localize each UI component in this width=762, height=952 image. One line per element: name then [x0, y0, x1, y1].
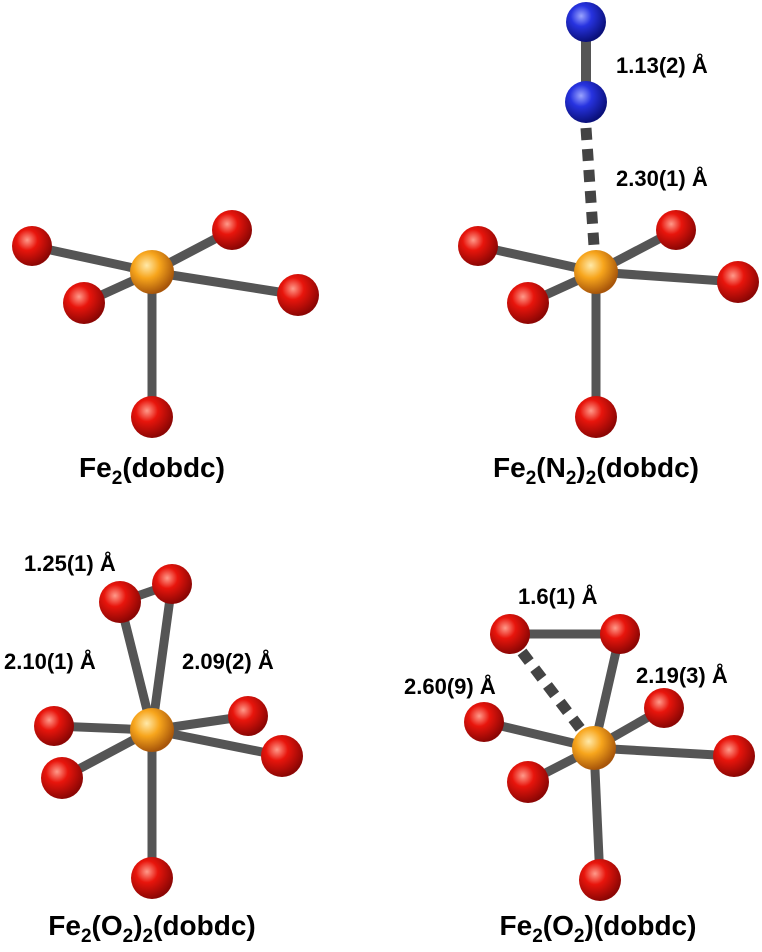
bond-fe-o [147, 725, 287, 761]
oxygen-atom [277, 274, 319, 316]
distance-label: 2.10(1) Å [4, 648, 96, 674]
dashed-bond-fe-n [580, 127, 600, 247]
distance-label: 2.30(1) Å [616, 165, 708, 191]
distance-label: 2.60(9) Å [404, 673, 496, 699]
distance-label: 1.13(2) Å [616, 52, 708, 78]
bonds [473, 19, 743, 422]
dashed-bond-fe-o [517, 648, 591, 740]
oxygen-atom [131, 396, 173, 438]
panel-fe2-o2-2-dobdc: 1.25(1) Å 2.10(1) Å 2.09(2) Å Fe2(O2)2(d… [4, 550, 303, 947]
oxygen-atom [644, 688, 684, 728]
oxygen-atom [713, 735, 755, 777]
oxygen-atom [717, 261, 759, 303]
oxygen-atom [212, 210, 252, 250]
oxygen-atom [600, 614, 640, 654]
nitrogen-atom [565, 81, 607, 123]
caption-fe2-o2-2-dobdc: Fe2(O2)2(dobdc) [48, 910, 256, 947]
iron-atom [130, 708, 174, 752]
oxygen-atom [507, 761, 549, 803]
oxygen-atom [12, 226, 52, 266]
caption-fe2-n2-2-dobdc: Fe2(N2)2(dobdc) [493, 452, 699, 489]
oxygen-atom [99, 581, 141, 623]
oxygen-atom [575, 396, 617, 438]
oxygen-atom [507, 282, 549, 324]
bond-fe-o [589, 743, 739, 761]
caption-fe2-o2-dobdc: Fe2(O2)(dobdc) [500, 910, 697, 947]
bond-fe-o [589, 743, 605, 885]
oxygen-atom [464, 702, 504, 742]
bond-fe-o2 [147, 579, 177, 735]
distance-label: 2.19(3) Å [636, 662, 728, 688]
iron-atom [574, 250, 618, 294]
iron-atom [130, 250, 174, 294]
oxygen-atom [458, 226, 498, 266]
iron-atom [572, 726, 616, 770]
oxygen-atom [131, 857, 173, 899]
distance-label: 1.6(1) Å [518, 583, 598, 609]
bond-fe-o [147, 267, 303, 300]
distance-label: 2.09(2) Å [182, 648, 274, 674]
oxygen-atom [63, 282, 105, 324]
caption-fe2-dobdc: Fe2(dobdc) [79, 452, 225, 489]
distance-label: 1.25(1) Å [24, 550, 116, 576]
bond-fe-o [591, 267, 743, 287]
oxygen-atom [152, 564, 192, 604]
oxygen-atom [41, 757, 83, 799]
oxygen-atom [228, 696, 268, 736]
oxygen-atom [579, 859, 621, 901]
oxygen-atom [261, 735, 303, 777]
oxygen-atom [490, 614, 530, 654]
oxygen-atom [656, 210, 696, 250]
oxygen-atom [34, 706, 74, 746]
panel-fe2-n2-2-dobdc: 1.13(2) Å 2.30(1) Å Fe2(N2)2(dobdc) [458, 2, 759, 489]
panel-fe2-dobdc: Fe2(dobdc) [12, 210, 319, 489]
panel-fe2-o2-dobdc: 1.6(1) Å 2.60(9) Å 2.19(3) Å Fe2(O2)(dob… [404, 583, 755, 947]
nitrogen-atom [566, 2, 606, 42]
